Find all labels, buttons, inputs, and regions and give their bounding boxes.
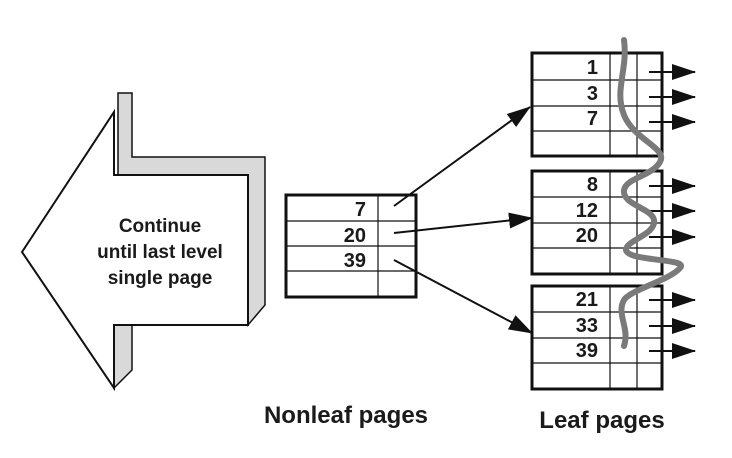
nonleaf-pointers [393,106,533,334]
leaf-key: 8 [587,174,598,196]
pointer-arrow [393,212,533,234]
arrow-line-3: single page [108,268,213,289]
continue-arrow-bottom-side [113,319,133,390]
leaf-key: 39 [576,340,598,362]
leaf-page: 8 12 20 [530,169,664,276]
nonleaf-key: 7 [355,199,366,221]
arrow-line-1: Continue [119,216,201,237]
leaf-key: 12 [576,200,598,222]
arrow-line-2: until last level [97,242,223,263]
continue-arrow: Continue until last level single page [20,92,266,392]
pointer-arrow [393,106,531,207]
nonleaf-key: 20 [344,225,366,247]
leaf-page: 21 33 39 [530,284,664,391]
continue-arrow-face [20,108,249,392]
leaf-key: 7 [587,108,598,130]
scan-path [617,37,684,349]
leaf-caption: Leaf pages [539,407,664,434]
leaf-key: 21 [576,289,598,311]
leaf-key: 3 [587,83,598,105]
nonleaf-page: 7 20 39 [284,193,418,299]
nonleaf-caption: Nonleaf pages [264,402,428,429]
pointer-arrow [393,259,533,334]
nonleaf-key: 39 [344,250,366,272]
leaf-key: 20 [576,225,598,247]
leaf-key: 33 [576,315,598,337]
row-pointers [649,64,696,359]
leaf-key: 1 [587,57,598,79]
